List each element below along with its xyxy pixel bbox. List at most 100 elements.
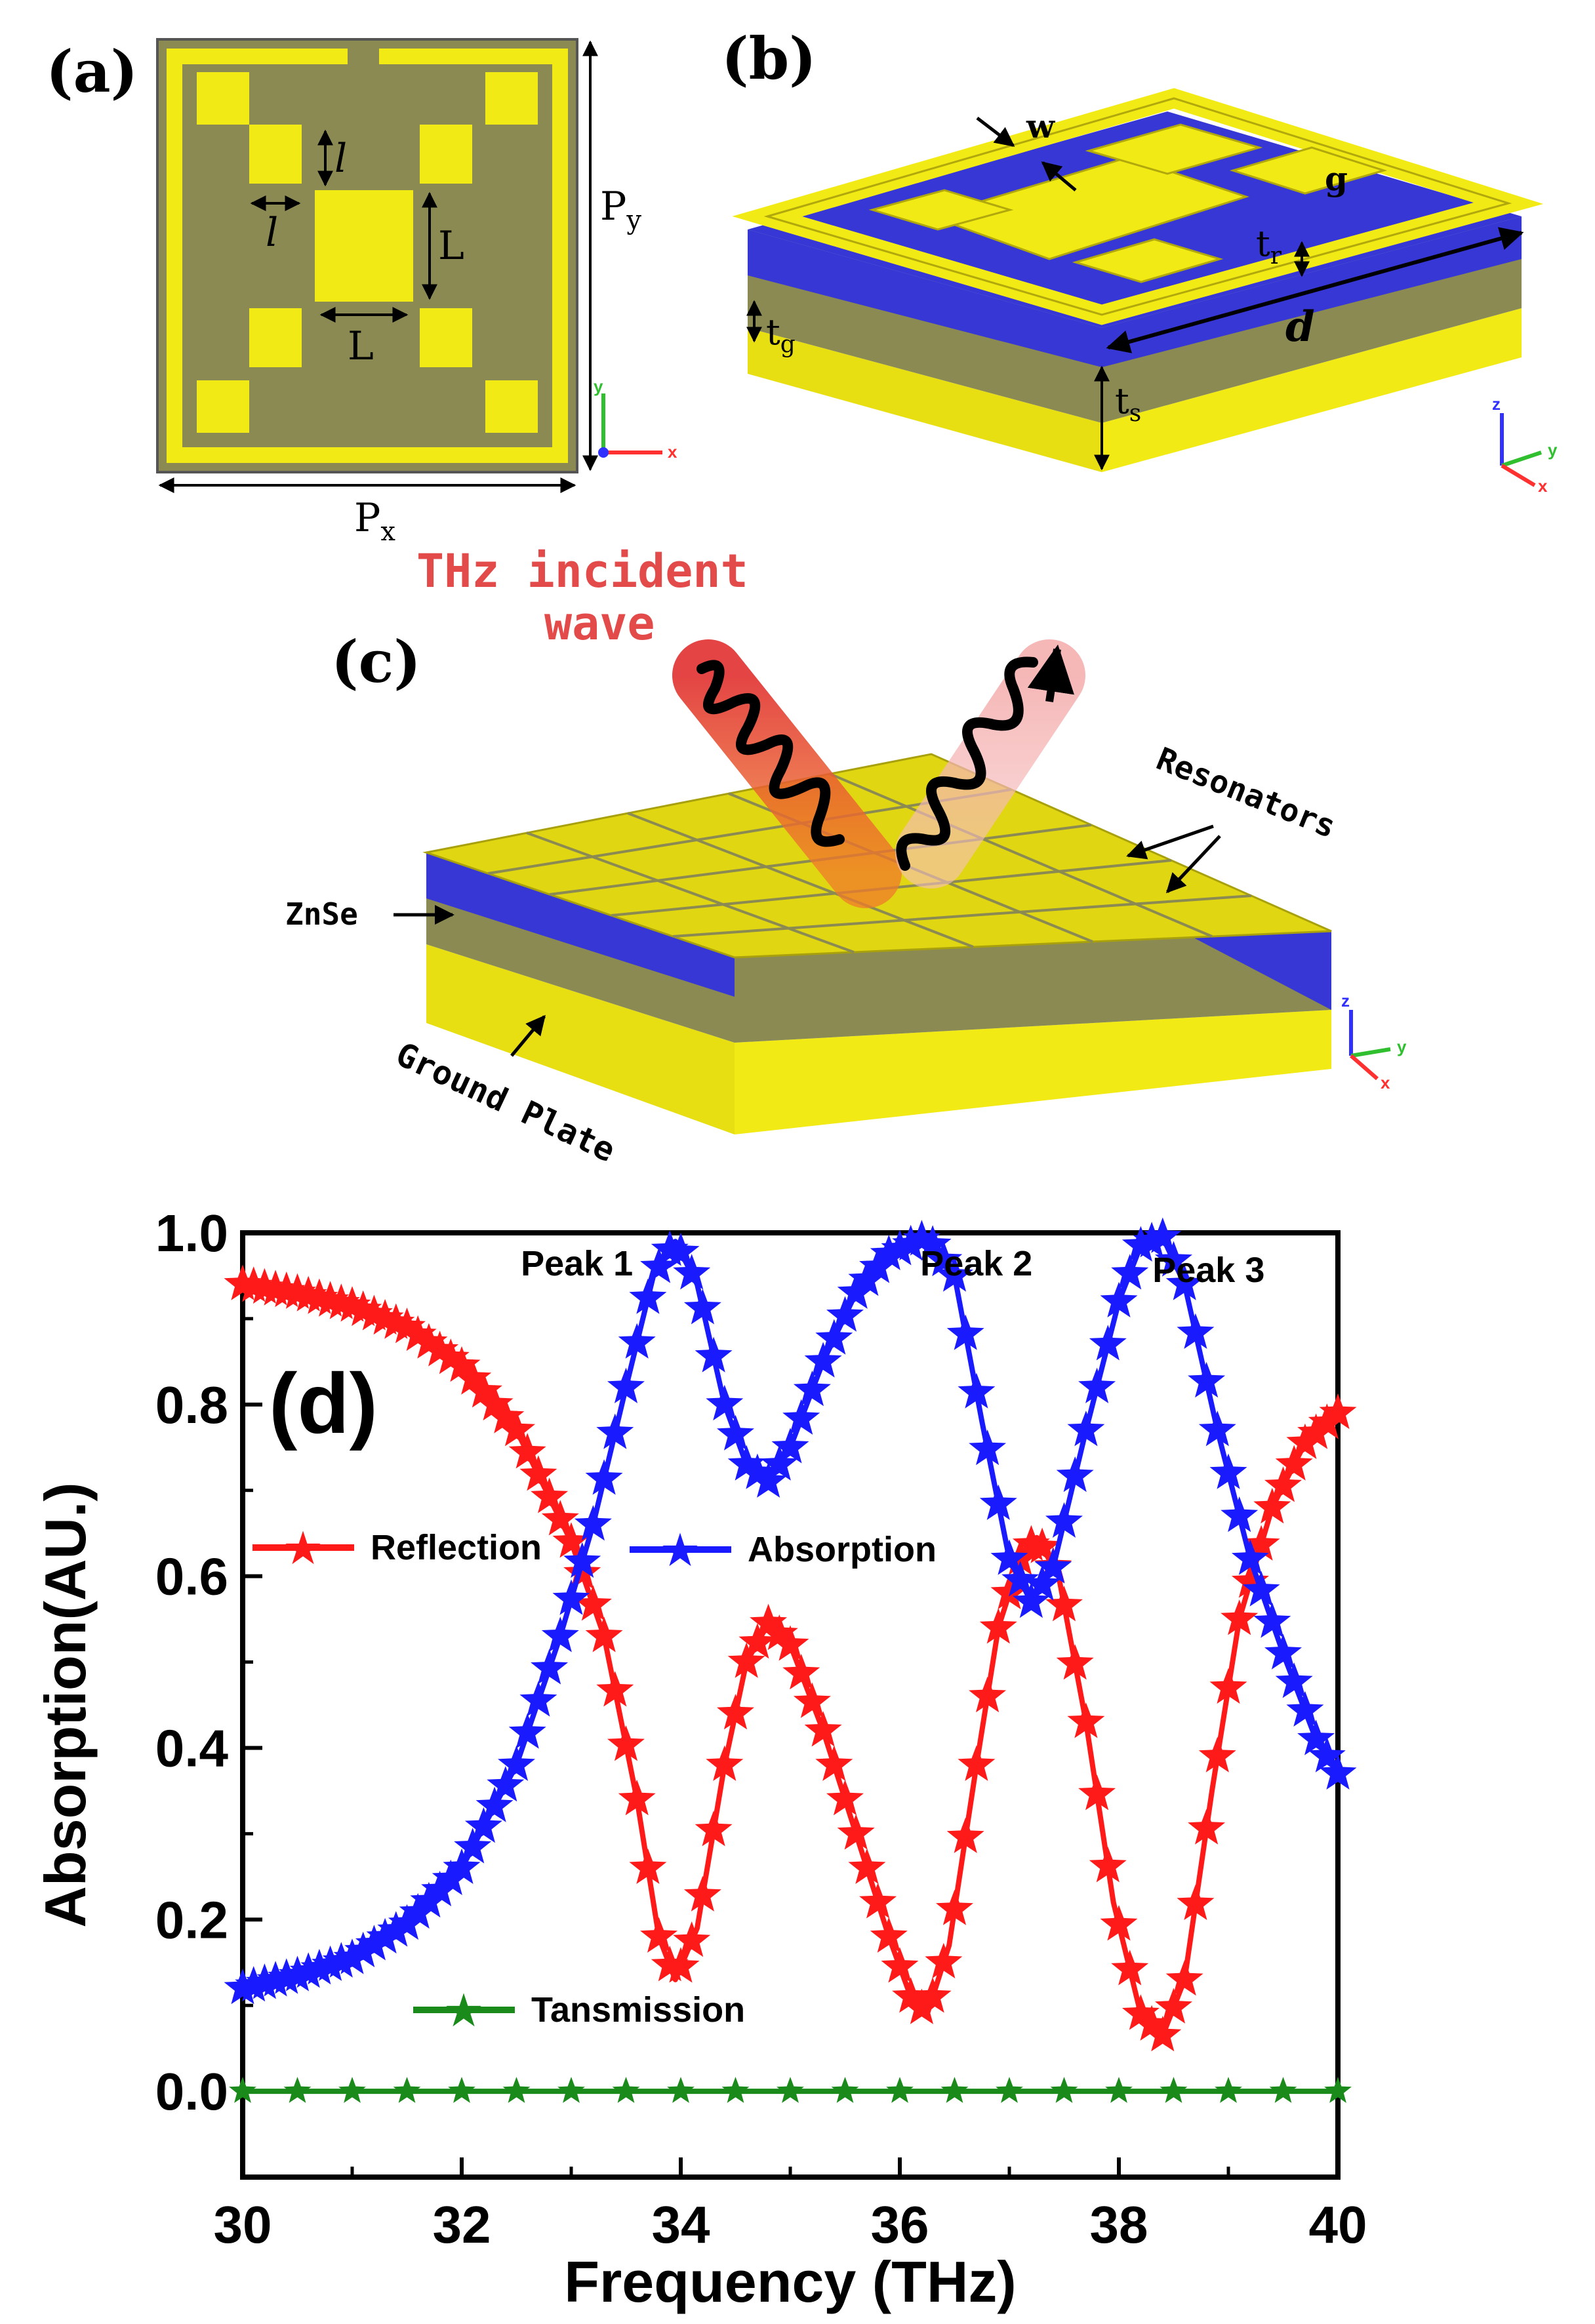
series-marker-tansmission xyxy=(667,2077,695,2103)
dim-l-horizontal-label: l xyxy=(266,210,278,256)
panel-a-label: (a) xyxy=(46,37,138,106)
series-marker-absorption xyxy=(969,1429,1007,1466)
series-marker-tansmission xyxy=(940,2077,969,2103)
series-marker-absorption xyxy=(531,1649,569,1685)
corner-patch xyxy=(197,72,249,125)
series-marker-absorption xyxy=(464,1807,502,1843)
series-marker-absorption xyxy=(1056,1456,1094,1493)
corner-patch xyxy=(485,72,538,125)
legend-transmission-star: ★ xyxy=(443,1984,485,2037)
series-marker-reflection xyxy=(804,1711,842,1747)
series-marker-tansmission xyxy=(831,2077,859,2103)
y-tick-label: 1.0 xyxy=(155,1204,228,1262)
series-marker-tansmission xyxy=(393,2077,421,2103)
series-marker-absorption xyxy=(1144,1217,1182,1253)
ground-plate-arrow xyxy=(510,1014,546,1057)
series-marker-absorption xyxy=(312,1945,350,1981)
series-marker-reflection xyxy=(902,1988,940,2024)
series-layer xyxy=(224,1217,1357,2103)
series-marker-absorption xyxy=(1177,1313,1215,1349)
series-marker-absorption xyxy=(1133,1222,1171,1258)
series-marker-absorption xyxy=(607,1367,645,1403)
peak-annotation: Peak 2 xyxy=(920,1244,1032,1283)
series-marker-tansmission xyxy=(229,2077,256,2103)
series-marker-reflection xyxy=(859,1883,897,1919)
axes-triad-b: z y x xyxy=(1492,394,1558,496)
corner-patch xyxy=(485,380,538,433)
series-marker-reflection xyxy=(574,1585,612,1621)
series-marker-absorption xyxy=(388,1904,426,1940)
svg-text:y: y xyxy=(1397,1037,1407,1056)
series-marker-absorption xyxy=(289,1952,327,1988)
dim-w-label: w xyxy=(1026,107,1056,146)
series-marker-reflection xyxy=(979,1608,1017,1644)
svg-text:y: y xyxy=(594,376,603,396)
series-marker-reflection xyxy=(673,1921,711,1957)
panel-c-label: (c) xyxy=(331,628,421,696)
legend-reflection-label: Reflection xyxy=(371,1528,542,1567)
series-marker-absorption xyxy=(1001,1561,1040,1597)
inner-patch xyxy=(249,125,302,184)
panel-c: (c) THz incident wave xyxy=(285,544,1407,1170)
incident-wave-label-line1: THz incident xyxy=(416,544,748,598)
series-marker-reflection xyxy=(717,1694,754,1730)
series-marker-reflection xyxy=(618,1780,656,1816)
series-marker-reflection xyxy=(454,1359,492,1395)
series-marker-reflection xyxy=(399,1315,437,1352)
svg-text:x: x xyxy=(1381,1073,1390,1092)
series-marker-reflection xyxy=(881,1947,919,1983)
series-marker-absorption xyxy=(541,1616,579,1653)
series-marker-absorption xyxy=(1286,1691,1324,1727)
series-marker-reflection xyxy=(706,1745,744,1781)
series-marker-reflection xyxy=(1155,1988,1192,2024)
series-marker-tansmission xyxy=(886,2077,914,2103)
dim-d xyxy=(1106,227,1524,353)
svg-text:z: z xyxy=(1492,394,1501,414)
series-marker-absorption xyxy=(432,1859,470,1895)
series-marker-absorption xyxy=(1188,1361,1226,1398)
series-marker-tansmission xyxy=(338,2077,366,2103)
series-marker-absorption xyxy=(475,1786,514,1822)
series-marker-absorption xyxy=(629,1278,667,1314)
series-marker-reflection xyxy=(563,1553,601,1590)
series-marker-reflection xyxy=(1264,1466,1302,1502)
series-marker-absorption xyxy=(936,1256,973,1292)
dim-L-vertical-label: L xyxy=(438,223,464,269)
series-marker-absorption xyxy=(421,1870,459,1906)
dim-Py-label: Py xyxy=(600,184,641,235)
series-marker-reflection xyxy=(1177,1884,1215,1920)
series-marker-absorption xyxy=(837,1273,875,1309)
series-marker-reflection xyxy=(552,1522,590,1558)
series-marker-reflection xyxy=(914,1977,952,2013)
series-marker-reflection xyxy=(1067,1702,1105,1738)
series-marker-reflection xyxy=(1045,1586,1083,1622)
series-marker-absorption xyxy=(443,1848,481,1884)
dim-tg-label: tg xyxy=(766,311,796,358)
resonator-blocks xyxy=(1229,146,1388,195)
series-marker-absorption xyxy=(487,1766,525,1802)
series-marker-absorption xyxy=(683,1289,721,1325)
resonator-blocks xyxy=(868,189,1014,231)
corner-patch xyxy=(197,380,249,433)
series-marker-reflection xyxy=(519,1455,557,1491)
series-marker-tansmission xyxy=(612,2077,640,2103)
series-marker-absorption xyxy=(695,1336,733,1372)
series-marker-reflection xyxy=(1319,1393,1357,1430)
series-marker-absorption xyxy=(1275,1662,1313,1698)
series-marker-absorption xyxy=(563,1542,601,1578)
series-marker-reflection xyxy=(848,1848,886,1884)
series-marker-reflection xyxy=(585,1616,623,1653)
reflected-beam xyxy=(895,639,1085,889)
series-marker-absorption xyxy=(1121,1226,1160,1262)
series-marker-absorption xyxy=(946,1314,984,1350)
axes-triad-a: y x xyxy=(594,376,677,462)
axes-triad-c: z y x xyxy=(1341,991,1407,1092)
series-marker-reflection xyxy=(771,1625,809,1661)
dim-d-label: d xyxy=(1285,302,1315,351)
series-marker-absorption xyxy=(1089,1325,1127,1361)
series-marker-reflection xyxy=(596,1671,634,1707)
ring-gap xyxy=(348,46,379,68)
series-marker-absorption xyxy=(1297,1719,1335,1755)
series-marker-reflection xyxy=(958,1745,996,1781)
series-marker-reflection xyxy=(826,1780,864,1816)
